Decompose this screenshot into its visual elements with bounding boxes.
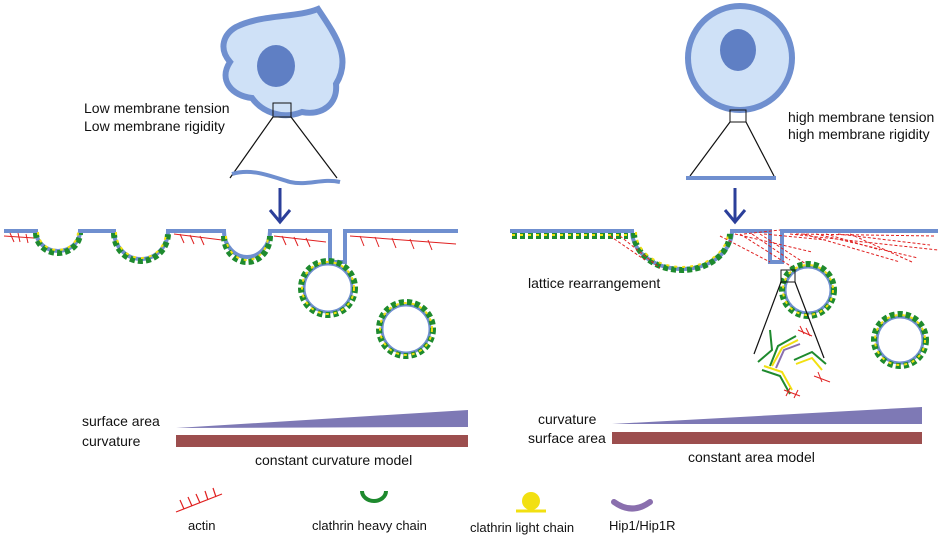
legend-heavy-chain-label: clathrin heavy chain <box>312 518 427 533</box>
right-triskelion-detail <box>757 325 831 399</box>
left-pit-coat-2 <box>111 232 171 264</box>
left-bar-top-label: surface area <box>82 413 160 429</box>
left-model-label: constant curvature model <box>255 452 412 468</box>
right-zoom-box <box>729 109 747 123</box>
legend-actin-label: actin <box>188 518 215 533</box>
right-pit-coat <box>631 232 733 273</box>
left-label-line2: Low membrane rigidity <box>84 118 225 134</box>
left-label-line1: Low membrane tension <box>84 100 230 116</box>
right-bar-bottom-label: surface area <box>528 430 606 446</box>
right-model-label: constant area model <box>688 449 815 465</box>
left-free-vesicle <box>380 303 432 355</box>
clathrin-heavy-chain-icon <box>360 490 388 503</box>
left-bar-bottom-label: curvature <box>82 433 141 449</box>
left-zoomed-membrane <box>231 169 341 186</box>
left-budding-vesicle <box>302 262 354 314</box>
actin-icon <box>175 487 223 513</box>
left-surface-area-wedge <box>176 410 468 428</box>
right-surface-area-bar <box>612 432 922 444</box>
legend: actin clathrin heavy chain clathrin ligh… <box>175 487 675 535</box>
right-label-line2: high membrane rigidity <box>788 126 930 142</box>
right-budding-vesicle <box>783 265 833 315</box>
right-membrane <box>510 229 938 271</box>
left-pit-coat-3 <box>221 235 273 265</box>
right-panel: high membrane tension high membrane rigi… <box>510 3 939 465</box>
clathrin-light-chain-icon <box>516 492 546 513</box>
left-curvature-bar <box>176 435 468 447</box>
right-nucleus <box>720 29 756 71</box>
right-actin <box>609 229 939 273</box>
legend-light-chain-label: clathrin light chain <box>470 520 574 535</box>
left-zoom-box <box>272 102 292 118</box>
right-free-vesicle <box>875 315 925 365</box>
left-nucleus <box>257 45 295 87</box>
left-pit-coat-1 <box>33 232 83 256</box>
left-panel: Low membrane tension Low membrane rigidi… <box>3 5 468 468</box>
legend-hip1-label: Hip1/Hip1R <box>609 518 675 533</box>
hip1-icon <box>611 499 653 512</box>
right-curvature-wedge <box>612 407 922 424</box>
left-actin <box>3 232 457 251</box>
right-label-line1: high membrane tension <box>788 109 934 125</box>
lattice-label: lattice rearrangement <box>528 275 660 291</box>
right-zoom-box-2 <box>780 269 796 283</box>
right-bar-top-label: curvature <box>538 411 597 427</box>
